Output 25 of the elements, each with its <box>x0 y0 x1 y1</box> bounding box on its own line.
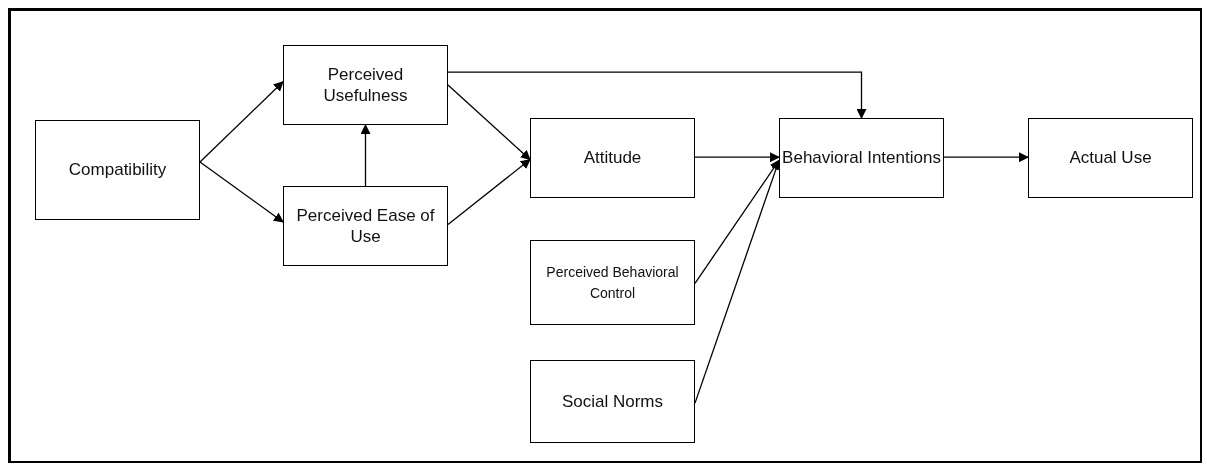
box-label: Perceived Ease of Use <box>295 204 436 248</box>
arrow <box>447 71 867 119</box>
process-box <box>530 240 695 325</box>
process-box <box>35 120 200 220</box>
arrow <box>694 159 780 284</box>
box-label: Actual Use <box>1069 147 1152 169</box>
arrow <box>943 152 1029 163</box>
arrow <box>199 81 284 163</box>
box-label: Attitude <box>583 147 642 169</box>
arrow <box>447 158 531 226</box>
arrow <box>694 152 780 163</box>
arrow <box>447 84 531 161</box>
arrow <box>360 124 371 187</box>
box-label: Social Norms <box>561 390 664 413</box>
process-box <box>779 118 944 198</box>
box-label: Perceived Behavioral Control <box>545 263 680 303</box>
process-box <box>1028 118 1193 198</box>
process-box <box>283 186 448 266</box>
process-box <box>530 360 695 443</box>
process-box <box>283 45 448 125</box>
box-label: Behavioral Intentions <box>782 147 941 169</box>
process-box <box>530 118 695 198</box>
arrow <box>199 161 284 223</box>
box-label: Compatibility <box>68 159 167 181</box>
box-label: Perceived Usefulness <box>322 63 409 107</box>
